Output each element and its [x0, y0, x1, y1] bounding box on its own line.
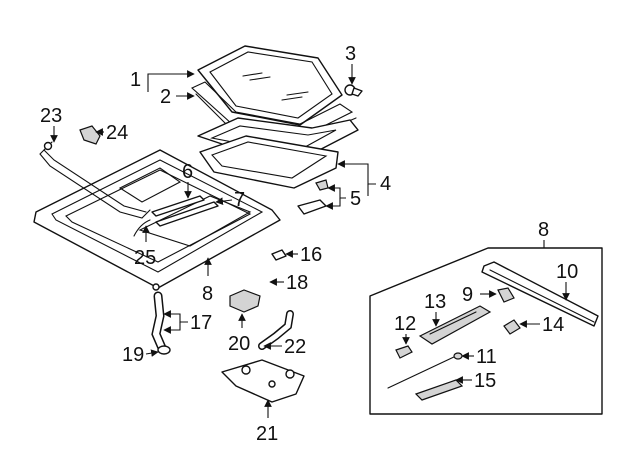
callout-3: 3	[345, 43, 356, 65]
motor	[229, 289, 261, 313]
callout-17: 17	[190, 312, 212, 334]
callout-16: 16	[300, 244, 322, 266]
glass-panel	[197, 45, 343, 126]
callout-18: 18	[286, 272, 308, 294]
sunroof-housing	[33, 149, 281, 291]
link-bracket	[133, 219, 151, 237]
drain-hose-rear	[258, 310, 294, 350]
bolt	[344, 84, 363, 97]
callout-6: 6	[182, 161, 193, 183]
callout-1: 1	[130, 69, 141, 91]
callout-15: 15	[474, 370, 496, 392]
callout-8-main: 8	[202, 283, 213, 305]
leader-lines	[50, 64, 570, 418]
callout-5: 5	[350, 188, 361, 210]
callout-21: 21	[256, 423, 278, 445]
callout-19: 19	[122, 344, 144, 366]
detail-box	[369, 247, 603, 415]
callout-23: 23	[40, 105, 62, 127]
callout-9: 9	[462, 284, 473, 306]
callout-25: 25	[134, 247, 156, 269]
callout-13: 13	[424, 291, 446, 313]
callout-8-detail: 8	[538, 219, 549, 241]
deflector-bracket	[79, 125, 101, 145]
callout-20: 20	[228, 333, 250, 355]
callout-12: 12	[394, 313, 416, 335]
drain-hose-upper	[258, 249, 287, 288]
callout-24: 24	[106, 122, 128, 144]
callout-11: 11	[476, 346, 497, 368]
sunshade-panel	[199, 135, 339, 189]
callout-4: 4	[380, 173, 391, 195]
guide-rail	[151, 195, 219, 227]
drain-hose-lower	[151, 291, 171, 355]
callout-10: 10	[556, 261, 578, 283]
sunshade-clip	[297, 179, 329, 215]
callout-7: 7	[234, 189, 245, 211]
drive-cable	[39, 141, 151, 219]
callout-14: 14	[542, 314, 564, 336]
callout-2: 2	[160, 86, 171, 108]
callout-22: 22	[284, 336, 306, 358]
mounting-plate	[221, 359, 305, 403]
